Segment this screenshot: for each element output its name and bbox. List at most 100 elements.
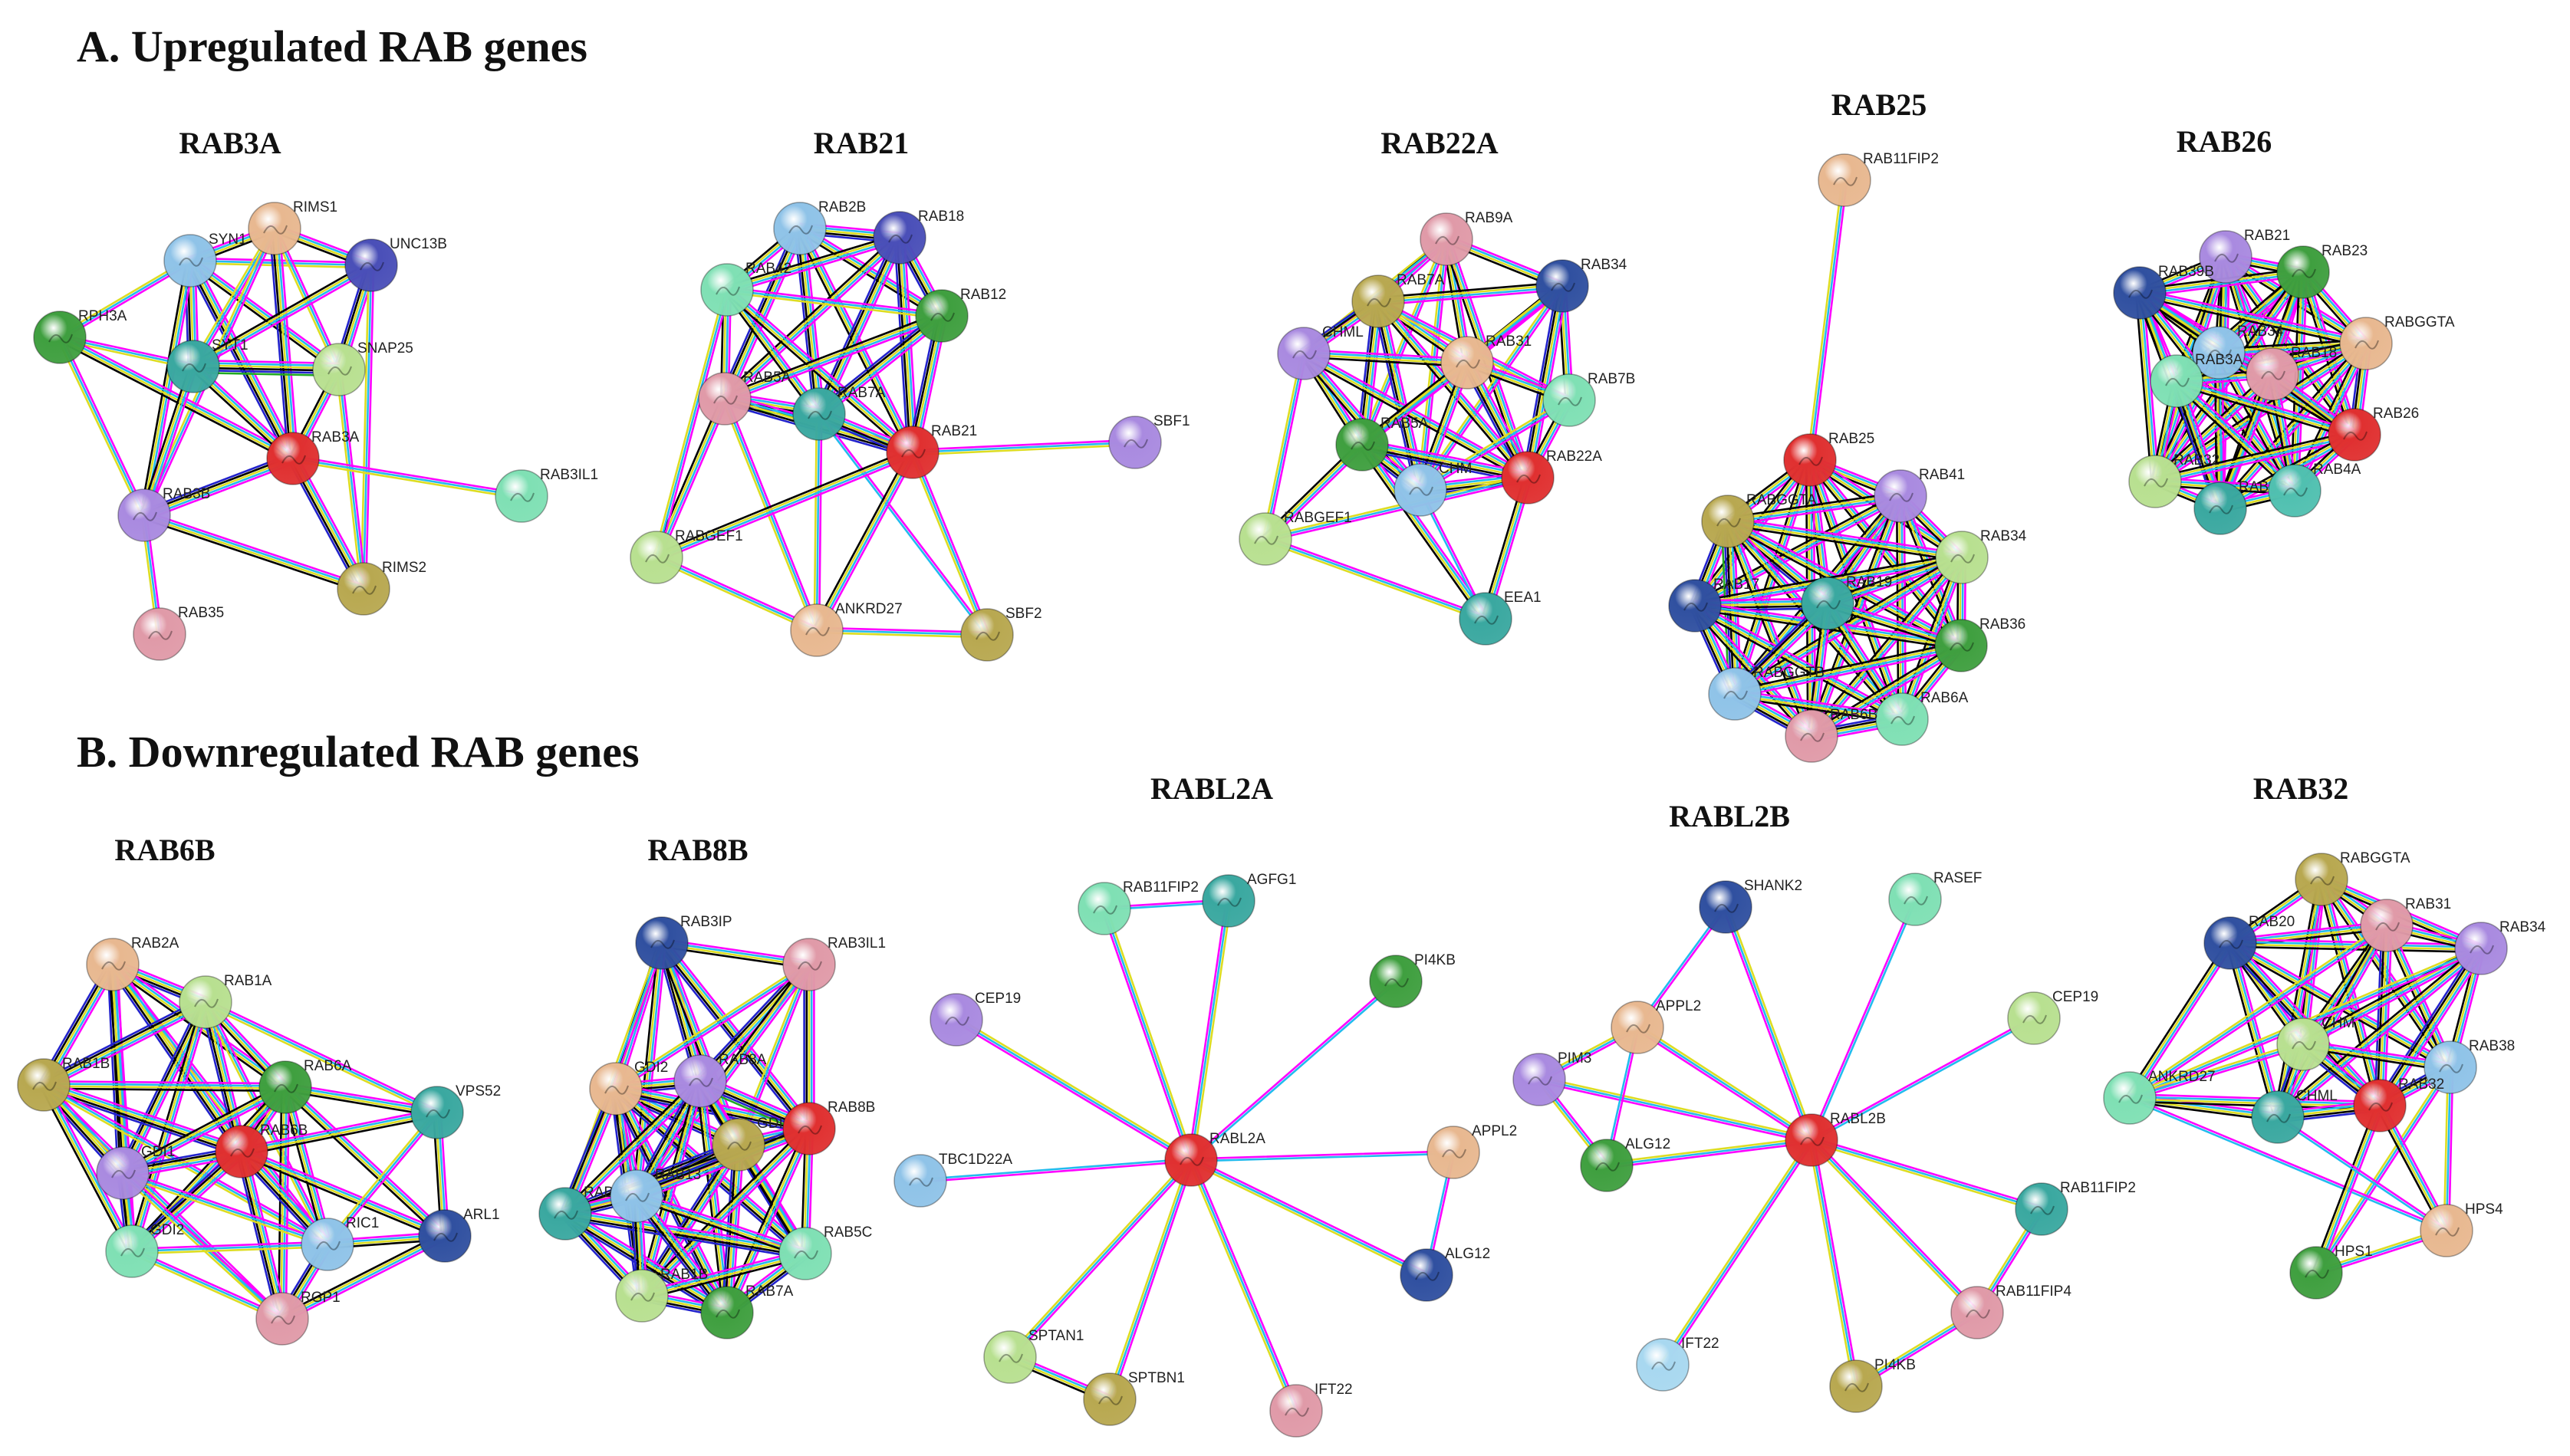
- protein-node-rab19[interactable]: RAB19: [1801, 574, 1892, 630]
- protein-node-rab9a[interactable]: RAB9A: [1420, 210, 1513, 266]
- protein-node-rab34[interactable]: RAB34: [2192, 324, 2284, 380]
- protein-node-eea1[interactable]: EEA1: [1459, 590, 1542, 646]
- protein-node-snap25[interactable]: SNAP25: [312, 340, 413, 396]
- protein-node-rab34[interactable]: RAB34: [1935, 528, 2027, 584]
- protein-node-ift22[interactable]: IFT22: [1269, 1382, 1353, 1438]
- protein-node-rab7a[interactable]: RAB7A: [792, 385, 886, 441]
- protein-node-rab31[interactable]: RAB31: [1440, 334, 1532, 389]
- protein-node-rab3a[interactable]: RAB3A: [266, 429, 360, 485]
- protein-node-rab34[interactable]: RAB34: [2454, 919, 2546, 975]
- protein-node-rab3il1[interactable]: RAB3IL1: [495, 467, 598, 523]
- protein-node-rab11fip2[interactable]: RAB11FIP2: [1818, 151, 1939, 207]
- protein-node-rab18[interactable]: RAB18: [873, 209, 964, 265]
- protein-node-ric1[interactable]: RIC1: [301, 1215, 379, 1271]
- protein-node-rab38[interactable]: RAB38: [2424, 1038, 2515, 1094]
- protein-node-sptan1[interactable]: SPTAN1: [983, 1328, 1084, 1384]
- protein-node-rasef[interactable]: RASEF: [1888, 870, 1982, 926]
- protein-node-rab2a[interactable]: RAB2A: [86, 935, 179, 991]
- protein-node-rabgef1[interactable]: RABGEF1: [630, 528, 743, 584]
- protein-node-rab11fip2[interactable]: RAB11FIP2: [2015, 1180, 2136, 1236]
- protein-node-rabggta[interactable]: RABGGTA: [2295, 850, 2410, 906]
- protein-node-rab32[interactable]: RAB32: [2353, 1076, 2444, 1132]
- protein-node-pim3[interactable]: PIM3: [1512, 1050, 1591, 1106]
- protein-node-rab31[interactable]: RAB31: [2360, 896, 2451, 952]
- protein-node-ankrd27[interactable]: ANKRD27: [790, 601, 903, 657]
- protein-node-gdi2[interactable]: GDI2: [589, 1060, 668, 1116]
- protein-node-rabgef1[interactable]: RABGEF1: [1239, 510, 1352, 566]
- protein-node-rab41[interactable]: RAB41: [1874, 467, 1965, 523]
- protein-node-tbc1d22a[interactable]: TBC1D22A: [893, 1152, 1012, 1208]
- protein-node-gdi1[interactable]: GDI1: [96, 1144, 175, 1200]
- protein-node-rims1[interactable]: RIMS1: [248, 199, 337, 255]
- protein-node-rab11fip4[interactable]: RAB11FIP4: [1950, 1283, 2071, 1339]
- protein-node-rab23[interactable]: RAB23: [2276, 243, 2368, 299]
- protein-node-ankrd27[interactable]: ANKRD27: [2103, 1069, 2216, 1125]
- protein-node-rgp1[interactable]: RGP1: [255, 1290, 341, 1346]
- protein-node-rab7a[interactable]: RAB7A: [700, 1283, 794, 1339]
- protein-node-vps52[interactable]: VPS52: [410, 1083, 501, 1139]
- protein-node-rab8a[interactable]: RAB8A: [673, 1052, 767, 1108]
- protein-node-rab1b[interactable]: RAB1B: [17, 1056, 110, 1112]
- protein-node-sbf2[interactable]: SBF2: [960, 606, 1042, 662]
- protein-node-alg12[interactable]: ALG12: [1580, 1136, 1670, 1192]
- protein-node-cep19[interactable]: CEP19: [930, 991, 1021, 1047]
- protein-node-appl2[interactable]: APPL2: [1426, 1123, 1517, 1179]
- protein-node-chml[interactable]: CHML: [1277, 324, 1364, 380]
- protein-node-rab34[interactable]: RAB34: [1535, 257, 1627, 313]
- protein-node-cep19[interactable]: CEP19: [2007, 989, 2098, 1045]
- protein-node-rab20[interactable]: RAB20: [2203, 914, 2295, 970]
- protein-node-rab5c[interactable]: RAB5C: [778, 1224, 872, 1280]
- protein-node-rab32[interactable]: RAB32: [2128, 452, 2220, 508]
- protein-node-gdi1[interactable]: GDI1: [712, 1116, 791, 1172]
- protein-node-rab3il1[interactable]: RAB3IL1: [782, 935, 886, 991]
- protein-node-rabggta[interactable]: RABGGTA: [2339, 314, 2455, 370]
- protein-node-hps4[interactable]: HPS4: [2420, 1201, 2503, 1257]
- protein-node-rab12[interactable]: RAB12: [915, 287, 1006, 343]
- protein-node-agfg1[interactable]: AGFG1: [1202, 872, 1296, 928]
- protein-node-rab6b[interactable]: RAB6B: [1785, 707, 1877, 763]
- protein-node-rab5a[interactable]: RAB5A: [1335, 416, 1429, 472]
- protein-node-arl1[interactable]: ARL1: [418, 1207, 500, 1263]
- protein-node-rab39b[interactable]: RAB39B: [2113, 264, 2214, 320]
- protein-node-rab11fip2[interactable]: RAB11FIP2: [1078, 879, 1199, 935]
- protein-node-rab3ip[interactable]: RAB3IP: [635, 914, 732, 970]
- protein-node-rab7b[interactable]: RAB7B: [1542, 371, 1635, 427]
- protein-node-sbf1[interactable]: SBF1: [1108, 413, 1190, 469]
- protein-node-gdi2[interactable]: GDI2: [105, 1222, 184, 1278]
- protein-node-chm[interactable]: CHM: [1394, 461, 1472, 517]
- protein-node-rab7a[interactable]: RAB7A: [1351, 272, 1445, 328]
- protein-node-pi4kb[interactable]: PI4KB: [1829, 1357, 1916, 1413]
- protein-node-rab8b[interactable]: RAB8B: [782, 1099, 875, 1155]
- protein-node-rab1a[interactable]: RAB1A: [179, 973, 272, 1029]
- protein-node-pi4kb[interactable]: PI4KB: [1369, 952, 1456, 1008]
- protein-node-rab18[interactable]: RAB18: [2246, 345, 2337, 401]
- protein-node-hps1[interactable]: HPS1: [2289, 1244, 2373, 1300]
- protein-node-rab13[interactable]: RAB13: [610, 1167, 701, 1223]
- protein-node-rab3a[interactable]: RAB3A: [2150, 352, 2243, 408]
- protein-node-rab35[interactable]: RAB35: [133, 605, 224, 661]
- protein-node-shank2[interactable]: SHANK2: [1699, 878, 1802, 934]
- protein-node-rab5a[interactable]: RAB5A: [698, 370, 791, 426]
- protein-node-rabggta[interactable]: RABGGTA: [1701, 492, 1817, 548]
- protein-node-appl2[interactable]: APPL2: [1611, 998, 1701, 1054]
- protein-node-chm[interactable]: CHM: [2276, 1015, 2354, 1071]
- protein-node-rims2[interactable]: RIMS2: [337, 560, 426, 616]
- protein-node-rabl2b[interactable]: RABL2B: [1785, 1111, 1886, 1167]
- protein-node-rab2b[interactable]: RAB2B: [773, 199, 866, 255]
- protein-node-chml[interactable]: CHML: [2251, 1088, 2338, 1144]
- protein-node-syt1[interactable]: SYT1: [166, 337, 248, 393]
- protein-node-rab21[interactable]: RAB21: [886, 423, 977, 479]
- protein-node-rabggtb[interactable]: RABGGTB: [1708, 665, 1825, 721]
- protein-node-rab4a[interactable]: RAB4A: [2268, 462, 2361, 518]
- protein-node-unc13b[interactable]: UNC13B: [344, 236, 447, 292]
- protein-node-rph3a[interactable]: RPH3A: [33, 308, 127, 364]
- protein-node-rab1b[interactable]: RAB1B: [615, 1267, 708, 1323]
- protein-node-rab3b[interactable]: RAB3B: [117, 486, 210, 542]
- protein-node-ift22[interactable]: IFT22: [1636, 1336, 1719, 1392]
- protein-node-rab36[interactable]: RAB36: [1934, 616, 2025, 672]
- protein-node-alg12[interactable]: ALG12: [1400, 1246, 1490, 1302]
- protein-node-rab21[interactable]: RAB21: [2199, 228, 2290, 284]
- protein-node-sptbn1[interactable]: SPTBN1: [1083, 1370, 1185, 1426]
- protein-node-rab6a[interactable]: RAB6A: [258, 1058, 352, 1114]
- protein-node-rab22a[interactable]: RAB22A: [1501, 449, 1602, 505]
